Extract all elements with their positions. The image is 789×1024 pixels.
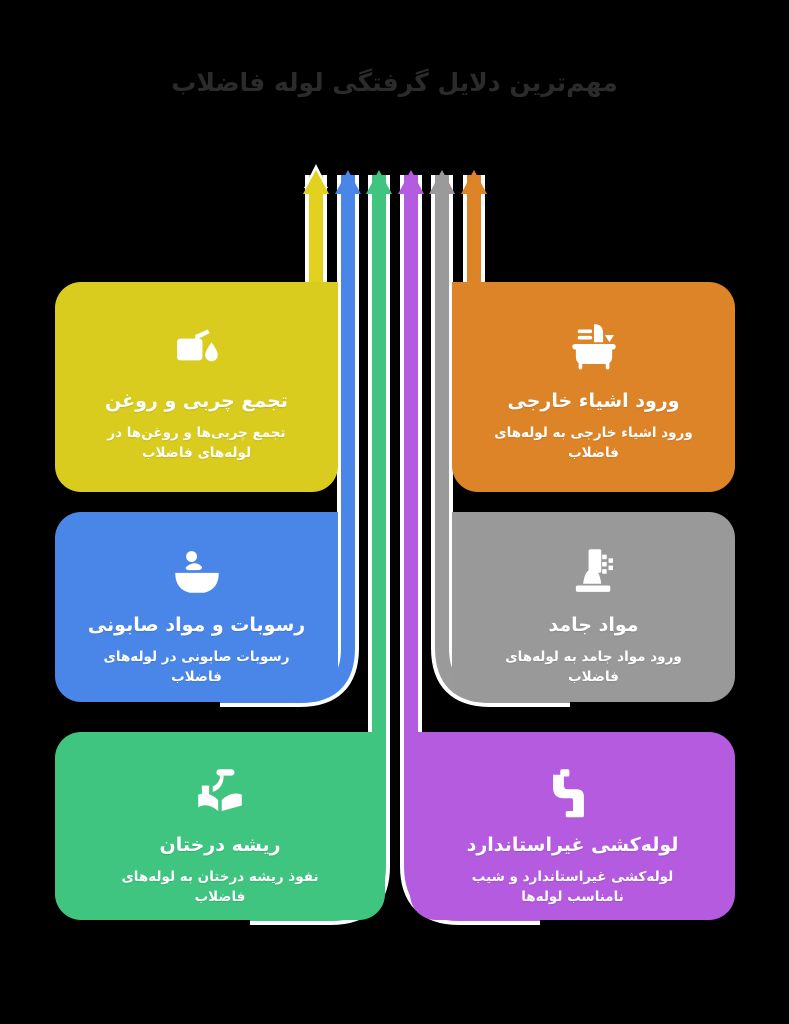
card-title: رسوبات و مواد صابونی <box>87 614 306 636</box>
tree-roots-icon <box>188 762 252 820</box>
card-nonstandard-piping[interactable]: لوله‌کشی غیراستاندارد لوله‌کشی غیراستاند… <box>410 732 735 920</box>
oil-can-icon <box>165 312 229 376</box>
card-title: مواد جامد <box>548 614 639 636</box>
soap-bowl-icon <box>165 542 229 600</box>
card-subtitle: نفوذ ریشه درختان به لوله‌های فاضلاب <box>121 868 319 905</box>
bathtub-icon <box>562 312 626 376</box>
card-foreign-objects[interactable]: ورود اشیاء خارجی ورود اشیاء خارجی به لول… <box>452 282 735 492</box>
card-title: تجمع چربی و روغن <box>105 390 288 412</box>
page-title: مهم‌ترین دلایل گرفتگی لوله فاضلاب <box>171 68 618 97</box>
card-solid-waste[interactable]: مواد جامد ورود مواد جامد به لوله‌های فاض… <box>452 512 735 702</box>
card-soap-deposits[interactable]: رسوبات و مواد صابونی رسوبات صابونی در لو… <box>55 512 338 702</box>
card-subtitle: رسوبات صابونی در لوله‌های فاضلاب <box>103 648 290 685</box>
card-title: لوله‌کشی غیراستاندارد <box>466 834 679 856</box>
solid-waste-icon <box>562 542 626 600</box>
card-title: ورود اشیاء خارجی <box>507 390 680 412</box>
card-fat-oil[interactable]: تجمع چربی و روغن تجمع چربی‌ها و روغن‌ها … <box>55 282 338 492</box>
card-subtitle: ورود اشیاء خارجی به لوله‌های فاضلاب <box>494 424 693 461</box>
pipe-elbow-icon <box>541 762 605 820</box>
card-subtitle: تجمع چربی‌ها و روغن‌ها در لوله‌های فاضلا… <box>107 424 286 461</box>
card-tree-roots[interactable]: ریشه درختان نفوذ ریشه درختان به لوله‌های… <box>55 732 385 920</box>
card-subtitle: ورود مواد جامد به لوله‌های فاضلاب <box>505 648 682 685</box>
card-title: ریشه درختان <box>159 834 281 856</box>
card-subtitle: لوله‌کشی غیراستاندارد و شیب نامناسب لوله… <box>471 868 674 905</box>
